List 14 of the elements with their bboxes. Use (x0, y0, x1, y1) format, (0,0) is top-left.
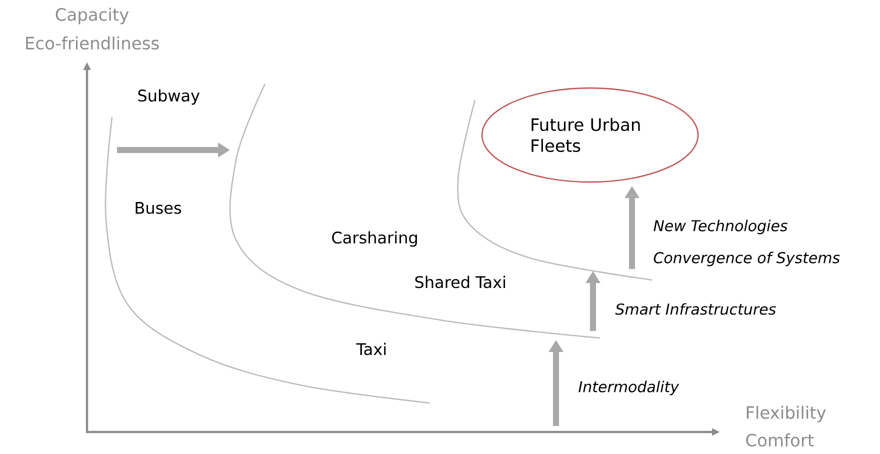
axis-label: Capacity (56, 8, 129, 24)
arrow-label: Intermodality (578, 380, 680, 396)
axis-label: Comfort (746, 433, 814, 447)
mode-label: Subway (138, 89, 200, 105)
mode-label: Taxi (356, 342, 386, 356)
mode-label: Shared Taxi (415, 276, 505, 288)
oval: Future Urban Fleets (481, 87, 699, 183)
arrow-label: New Technologies (654, 220, 788, 234)
axis-label: Eco-friendliness (26, 36, 159, 50)
mode-label: Buses (136, 202, 182, 214)
axis-label: Flexibility (746, 406, 826, 422)
mode-label: Carsharing (332, 231, 417, 247)
arrow-label: Smart Infrastructures (615, 303, 776, 315)
arrow-label: Convergence of Systems (654, 252, 840, 266)
